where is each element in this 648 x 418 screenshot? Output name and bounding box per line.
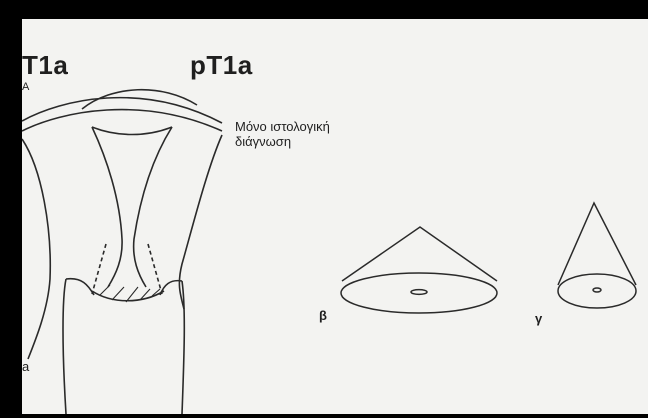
lesion-hatching bbox=[100, 285, 160, 302]
cone-wide-base bbox=[341, 273, 497, 313]
stage-label-left: T1a bbox=[22, 50, 68, 81]
fornix-left bbox=[66, 279, 94, 295]
annotation-line-2: διάγνωση bbox=[235, 134, 291, 149]
vagina-left-wall bbox=[63, 279, 66, 414]
canal-left bbox=[92, 127, 122, 287]
cone-narrow-label: γ bbox=[535, 311, 542, 326]
cone-dash-left bbox=[92, 244, 106, 294]
canal-right bbox=[134, 127, 172, 287]
cone-wide bbox=[341, 227, 497, 313]
cone-wide-label: β bbox=[319, 308, 327, 323]
cone-narrow bbox=[558, 203, 636, 308]
stage-label-right: pT1a bbox=[190, 50, 253, 81]
cone-narrow-canal bbox=[593, 288, 601, 292]
left-outer-wall bbox=[22, 139, 50, 359]
cone-narrow-base bbox=[558, 274, 636, 308]
annotation-line-1: Μόνο ιστολογική bbox=[235, 119, 330, 134]
scanned-page: T1a pT1a A Μόνο ιστολογική διάγνωση β γ … bbox=[22, 19, 648, 414]
right-outer-wall bbox=[179, 135, 222, 309]
cone-dash-right bbox=[148, 244, 162, 294]
panel-marker-top: A bbox=[22, 81, 29, 93]
panel-marker-bottom: a bbox=[22, 359, 29, 374]
uterine-wall-top-inner bbox=[22, 110, 222, 131]
cone-narrow-sides bbox=[558, 203, 636, 285]
cone-wide-canal bbox=[411, 290, 427, 295]
diagram-drawing bbox=[22, 19, 648, 414]
canal-top bbox=[92, 127, 172, 135]
uterus-illustration bbox=[22, 90, 222, 414]
